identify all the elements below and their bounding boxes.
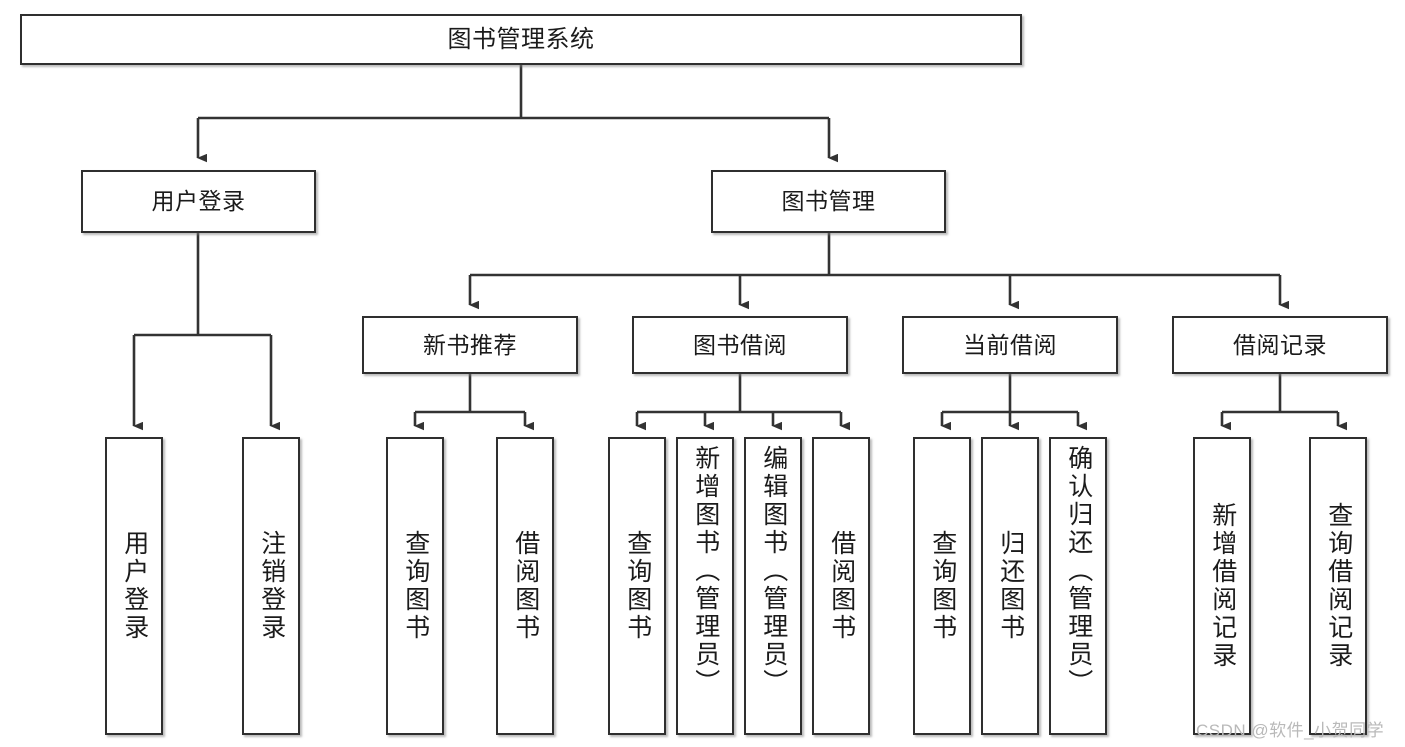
node-label: 借阅图书 xyxy=(827,530,856,642)
node-label: 查询借阅记录 xyxy=(1324,502,1353,670)
leaf-logout-login[interactable]: 注销登录 xyxy=(242,437,300,735)
leaf-return-book[interactable]: 归还图书 xyxy=(981,437,1039,735)
node-label: 新增借阅记录 xyxy=(1208,502,1237,670)
node-label: 确认归还（管理员） xyxy=(1064,445,1093,697)
node-label: 图书管理系统 xyxy=(447,25,595,53)
leaf-query-borrow-record[interactable]: 查询借阅记录 xyxy=(1309,437,1367,735)
node-root-system[interactable]: 图书管理系统 xyxy=(20,14,1022,65)
leaf-add-book-admin[interactable]: 新增图书（管理员） xyxy=(676,437,734,735)
node-user-login[interactable]: 用户登录 xyxy=(81,170,316,233)
leaf-borrow-book-recommend[interactable]: 借阅图书 xyxy=(496,437,554,735)
node-label: 编辑图书（管理员） xyxy=(759,445,788,697)
node-label: 查询图书 xyxy=(623,530,652,642)
node-label: 新增图书（管理员） xyxy=(691,445,720,697)
node-label: 注销登录 xyxy=(257,530,286,642)
leaf-user-login[interactable]: 用户登录 xyxy=(105,437,163,735)
node-label: 借阅图书 xyxy=(511,530,540,642)
node-label: 图书管理 xyxy=(781,188,876,215)
leaf-query-book-borrow[interactable]: 查询图书 xyxy=(608,437,666,735)
csdn-watermark: CSDN @软件_小贺同学 xyxy=(1196,721,1385,740)
node-book-management[interactable]: 图书管理 xyxy=(711,170,946,233)
leaf-borrow-book[interactable]: 借阅图书 xyxy=(812,437,870,735)
node-label: 当前借阅 xyxy=(963,331,1057,358)
node-label: 借阅记录 xyxy=(1233,331,1327,358)
node-borrow-record[interactable]: 借阅记录 xyxy=(1172,316,1388,374)
node-label: 查询图书 xyxy=(401,530,430,642)
node-label: 新书推荐 xyxy=(423,331,517,358)
leaf-add-borrow-record[interactable]: 新增借阅记录 xyxy=(1193,437,1251,735)
leaf-edit-book-admin[interactable]: 编辑图书（管理员） xyxy=(744,437,802,735)
node-new-book-recommend[interactable]: 新书推荐 xyxy=(362,316,578,374)
node-label: 归还图书 xyxy=(996,530,1025,642)
node-label: 用户登录 xyxy=(151,188,246,215)
node-book-borrow[interactable]: 图书借阅 xyxy=(632,316,848,374)
leaf-query-book-recommend[interactable]: 查询图书 xyxy=(386,437,444,735)
node-current-borrow[interactable]: 当前借阅 xyxy=(902,316,1118,374)
node-label: 图书借阅 xyxy=(693,331,787,358)
node-label: 查询图书 xyxy=(928,530,957,642)
node-label: 用户登录 xyxy=(120,530,149,642)
leaf-confirm-return-admin[interactable]: 确认归还（管理员） xyxy=(1049,437,1107,735)
leaf-query-book-current[interactable]: 查询图书 xyxy=(913,437,971,735)
